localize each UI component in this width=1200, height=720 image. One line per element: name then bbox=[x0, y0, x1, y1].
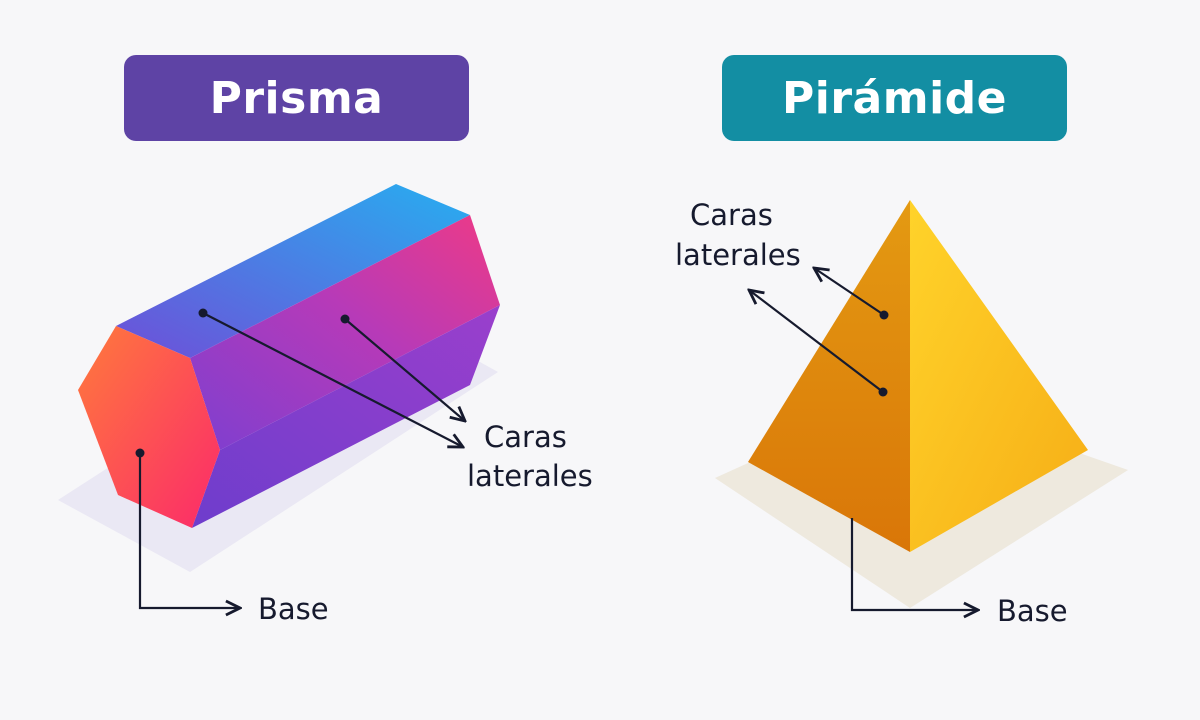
pyramid-lateral-label: Caras laterales bbox=[675, 198, 801, 272]
prism-shape bbox=[58, 184, 500, 572]
prism-lateral-arrow-side bbox=[344, 318, 465, 421]
prism-title: Prisma bbox=[209, 72, 384, 124]
prism-lateral-label-line2: laterales bbox=[467, 459, 593, 493]
pyramid-title-box: Pirámide bbox=[722, 55, 1067, 141]
pyramid-lateral-pointers bbox=[749, 268, 889, 397]
pyramid-base-label: Base bbox=[997, 594, 1068, 628]
prism-lower-side-face bbox=[192, 305, 500, 528]
pyramid-title: Pirámide bbox=[782, 72, 1007, 124]
prism-hexagon-base bbox=[78, 326, 220, 528]
prism-lateral-label-line1: Caras bbox=[484, 420, 567, 454]
pyramid-base-arrow bbox=[850, 518, 978, 610]
pyramid-lateral-arrow-upper bbox=[814, 268, 885, 316]
pyramid-lateral-arrow-lower bbox=[749, 290, 884, 393]
prism-title-box: Prisma bbox=[124, 55, 469, 141]
prism-upper-side-face bbox=[190, 215, 500, 450]
prism-lateral-label: Caras laterales bbox=[467, 420, 593, 493]
pyramid-base-pointer bbox=[850, 518, 978, 610]
pyramid-lateral-label-line1: Caras bbox=[690, 198, 773, 232]
pyramid-right-face bbox=[910, 200, 1088, 552]
pyramid-lateral-label-line2: laterales bbox=[675, 238, 801, 272]
pyramid-shape bbox=[715, 200, 1128, 608]
prism-base-arrow bbox=[138, 453, 240, 608]
prism-base-label: Base bbox=[258, 592, 329, 626]
prism-base-pointer bbox=[135, 448, 241, 609]
prism-lateral-arrow-top bbox=[202, 312, 463, 447]
pyramid-left-face bbox=[748, 200, 910, 552]
prism-lateral-pointers bbox=[198, 308, 466, 448]
